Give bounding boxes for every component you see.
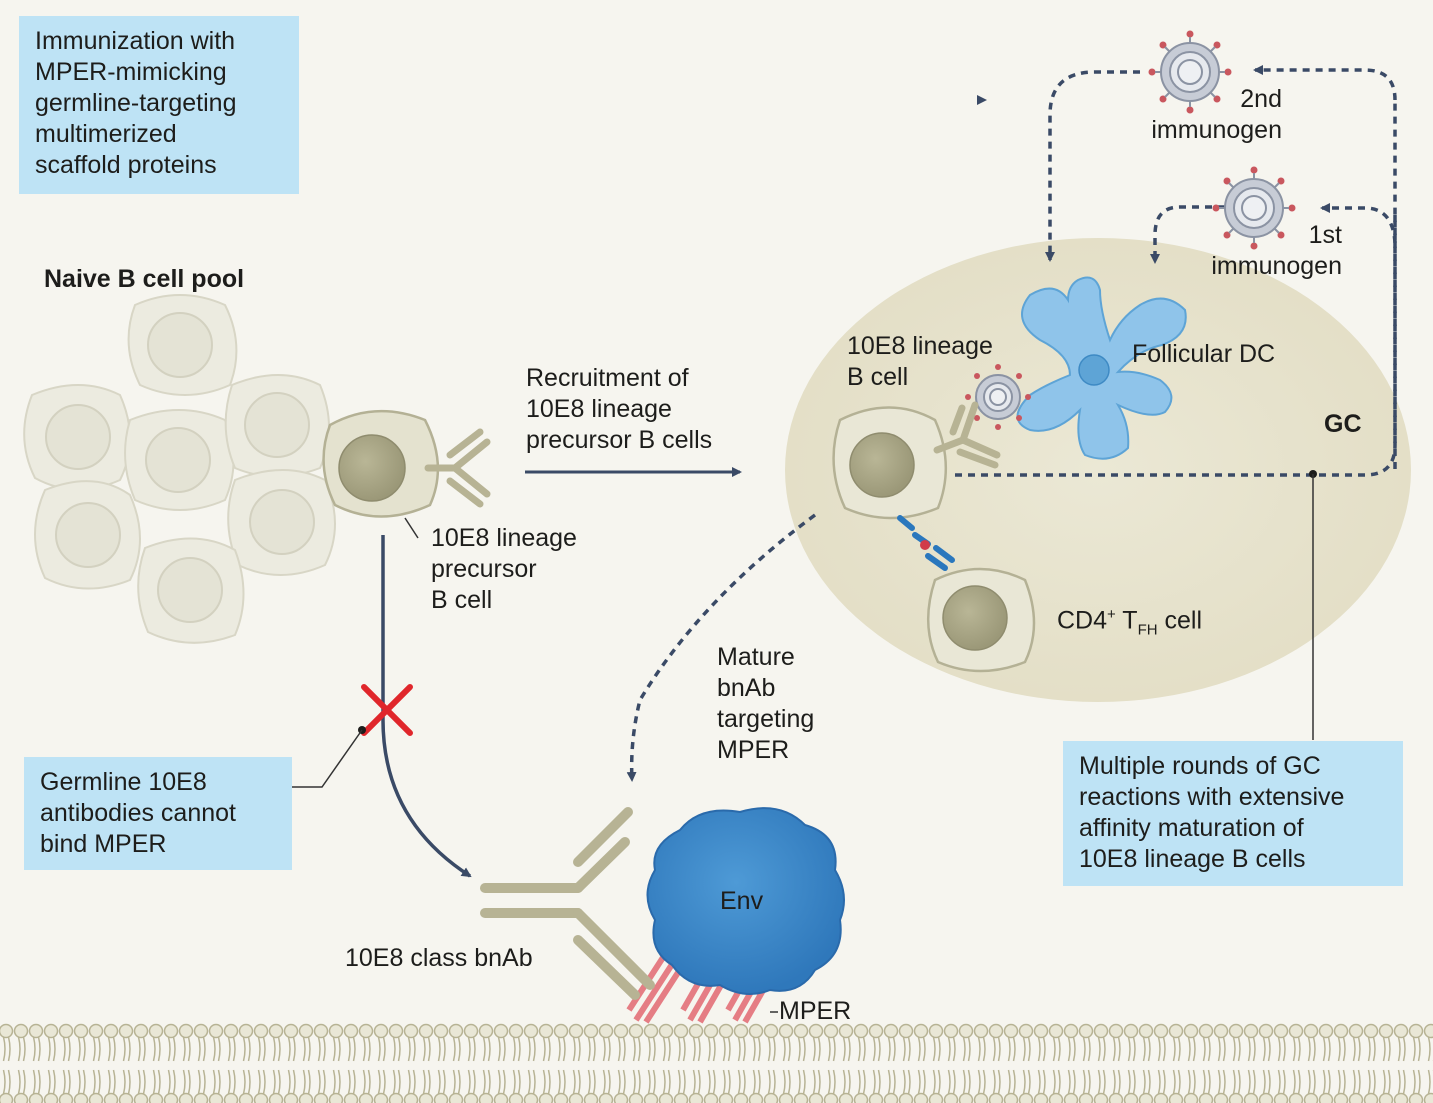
cd4-sup: + (1107, 606, 1116, 623)
follicular-dc-label: Follicular DC (1132, 340, 1276, 368)
immunization-line: germline-targeting (35, 89, 237, 117)
cd4-tfh-label: CD4+ TFH cell (1057, 599, 1202, 645)
lineage-b-cell-line: B cell (847, 363, 909, 391)
gc-label: GC (1324, 410, 1362, 438)
recruitment-line: Recruitment of (526, 364, 689, 392)
cd4-tfh-cell (927, 567, 1036, 673)
precursor-b-cell (322, 409, 491, 539)
multiple-rounds-line: reactions with extensive (1079, 783, 1345, 811)
germline-line: antibodies cannot (40, 799, 236, 827)
mature-line: Mature (717, 643, 795, 671)
naive-cell-nuclei (45, 312, 315, 623)
recruitment-label: Recruitment of 10E8 lineage precursor B … (526, 363, 712, 456)
germline-line: Germline 10E8 (40, 768, 207, 796)
first-immunogen-icon (1212, 166, 1296, 250)
lineage-b-cell-label: 10E8 lineage B cell (847, 331, 993, 393)
mature-line: MPER (717, 736, 790, 764)
tfh-sub: FH (1137, 621, 1158, 639)
follicular-dc-icon (1016, 276, 1187, 460)
bound-immunogen-icon (965, 364, 1031, 430)
env-protein (646, 807, 845, 995)
immunization-box: Immunization with MPER-mimicking germlin… (19, 16, 299, 194)
immunization-line: scaffold proteins (35, 151, 217, 179)
immunization-line: MPER-mimicking (35, 58, 227, 86)
membrane (0, 1023, 1433, 1103)
second-immunogen-line: 2nd (1240, 85, 1282, 113)
maturation-arrow (626, 513, 817, 782)
gc-round-loop (955, 100, 1397, 477)
lineage-b-cell-line: 10E8 lineage (847, 332, 993, 360)
precursor-label: 10E8 lineage precursor B cell (431, 523, 577, 616)
precursor-line: 10E8 lineage (431, 524, 577, 552)
immunization-line: Immunization with (35, 27, 236, 55)
mper-label: MPER (779, 997, 852, 1025)
germline-line: bind MPER (40, 830, 167, 858)
inhibition-x (361, 684, 413, 736)
cell-text: cell (1164, 606, 1203, 635)
second-immunogen-label: 2nd immunogen (1130, 84, 1282, 146)
multiple-rounds-line: affinity maturation of (1079, 814, 1304, 842)
multiple-rounds-line: 10E8 lineage B cells (1079, 845, 1306, 873)
recruitment-line: 10E8 lineage (526, 395, 672, 423)
mature-label: Mature bnAb targeting MPER (717, 642, 814, 766)
recruitment-line: precursor B cells (526, 426, 713, 454)
multiple-rounds-line: Multiple rounds of GC (1079, 752, 1321, 780)
cd4-text: CD4 (1057, 606, 1108, 635)
first-immunogen-line: immunogen (1211, 252, 1342, 280)
env-label: Env (720, 887, 764, 915)
second-immunogen-icon (1148, 30, 1232, 114)
bnab-icon (480, 807, 655, 1000)
precursor-line: precursor (431, 555, 537, 583)
germline-box: Germline 10E8 antibodies cannot bind MPE… (24, 757, 292, 870)
first-immunogen-label: 1st immunogen (1188, 220, 1342, 282)
germline-path-arrow (381, 535, 472, 878)
first-immunogen-line: 1st (1308, 221, 1342, 249)
gc-b-cell (832, 401, 1001, 520)
mature-line: targeting (717, 705, 815, 733)
naive-pool-label: Naive B cell pool (44, 265, 245, 293)
immunization-line: multimerized (35, 120, 177, 148)
multiple-rounds-box: Multiple rounds of GC reactions with ext… (1063, 741, 1403, 886)
class-bnab-label: 10E8 class bnAb (345, 944, 533, 972)
second-immunogen-loop (1045, 70, 1140, 262)
second-immunogen-line: immunogen (1151, 116, 1282, 144)
mature-line: bnAb (717, 674, 776, 702)
t-text: T (1122, 606, 1138, 635)
tcr-mhc-icon (897, 515, 955, 571)
precursor-line: B cell (431, 586, 493, 614)
